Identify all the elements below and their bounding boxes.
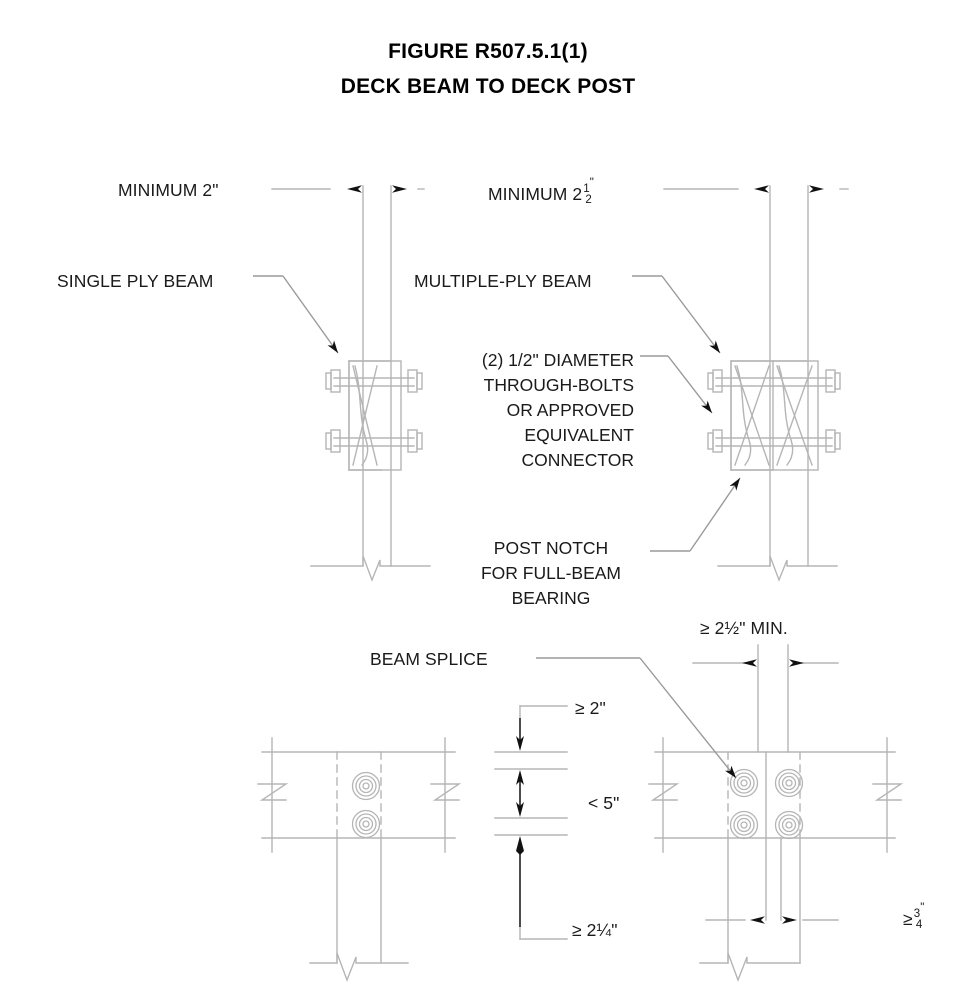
dimension-label-ge-2-half-min: ≥ 2½" MIN. [700,618,788,638]
fraction-three-quarter: 3"4 [913,902,925,931]
bolt-head [774,768,804,798]
bolt-assembly [325,429,423,453]
callout-post-notch-line-3: BEARING [511,588,591,608]
detail-splice-multiple [648,737,904,982]
bolt-head [351,809,381,839]
detail-multiple-ply-section [707,185,841,582]
callout-post-notch-line-1: POST NOTCH [493,538,609,558]
bolt-head [351,771,381,801]
callout-through-bolts-line-4: EQUIVALENT [524,425,634,445]
callout-through-bolts-line-5: CONNECTOR [521,450,634,470]
callout-beam-splice: BEAM SPLICE [370,649,488,669]
callout-through-bolts: (2) 1/2" DIAMETER THROUGH-BOLTS OR APPRO… [386,348,634,473]
dimension-chain [494,705,568,940]
dimension-label-ge-three-quarter: ≥3"4 [903,902,925,931]
callout-through-bolts-line-1: (2) 1/2" DIAMETER [481,350,634,370]
bolt-assembly [707,429,841,453]
bolt-head [729,810,759,840]
dimension-label-lt-5: < 5" [588,793,620,813]
detail-splice-single [257,737,462,982]
callout-multiple-ply-beam: MULTIPLE-PLY BEAM [414,271,592,291]
figure-title-line2: DECK BEAM TO DECK POST [340,75,636,98]
figure-title-line1: FIGURE R507.5.1(1) [388,40,588,63]
fraction-one-half: 1"2 [583,177,594,206]
dimension-line-ge-2-half [692,644,839,753]
callout-through-bolts-line-2: THROUGH-BOLTS [483,375,634,395]
bolt-assembly [325,369,423,393]
callout-single-ply-beam: SINGLE PLY BEAM [57,271,214,291]
dimension-arrowheads [347,185,824,924]
bolt-head [774,810,804,840]
dimension-label-ge-2: ≥ 2" [575,698,606,718]
bolt-assembly [707,369,841,393]
dimension-label-ge-2-quarter: ≥ 2¼" [572,920,618,940]
callout-post-notch-line-2: FOR FULL-BEAM [480,563,622,583]
detail-single-ply-section [310,185,431,582]
dimension-label-minimum-2: MINIMUM 2" [118,180,219,200]
callout-through-bolts-line-3: OR APPROVED [506,400,634,420]
callout-post-notch: POST NOTCH FOR FULL-BEAM BEARING [442,536,660,611]
bolt-head [729,768,759,798]
